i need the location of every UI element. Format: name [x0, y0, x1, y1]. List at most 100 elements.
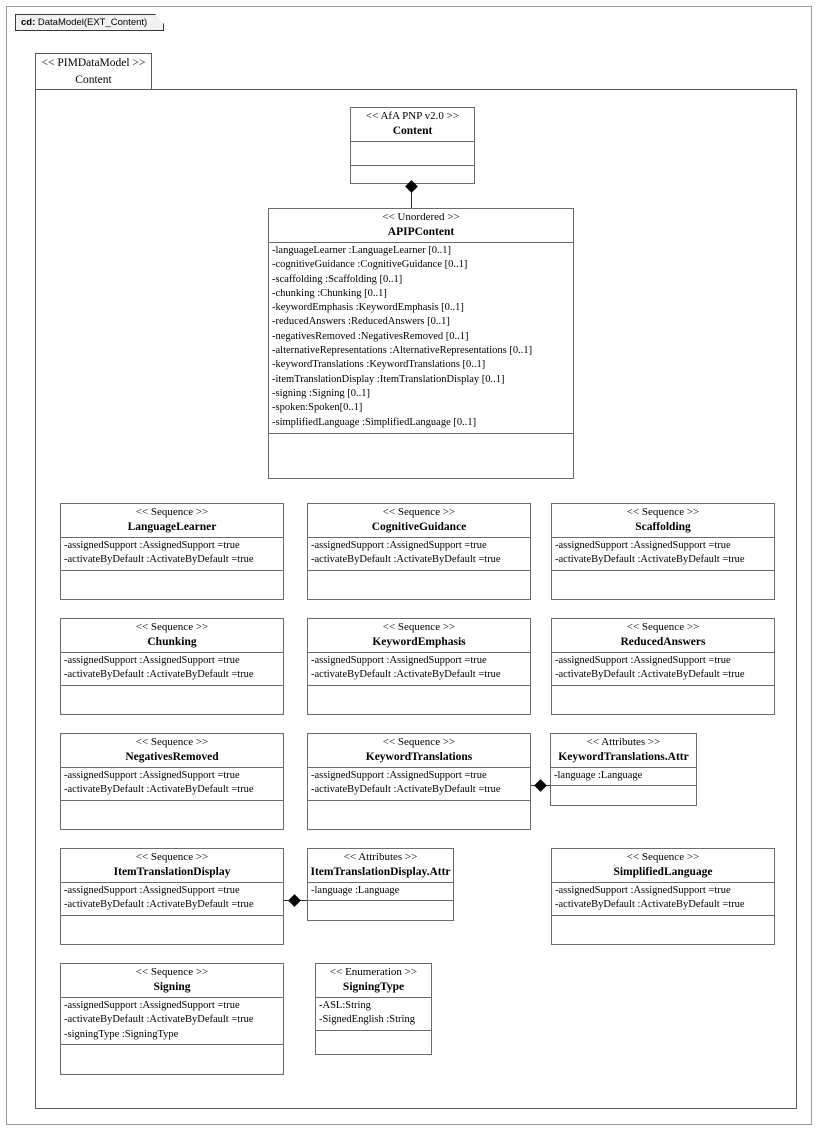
class-keywordtranslations-attr-stereotype: << Attributes >> [586, 736, 661, 748]
class-signing-attributes: -assignedSupport :AssignedSupport =true … [61, 998, 283, 1045]
class-signing-stereotype: << Sequence >> [135, 966, 209, 978]
class-keywordtranslations-header: << Sequence >> KeywordTranslations [308, 734, 530, 768]
attribute-row: -activateByDefault :ActivateByDefault =t… [64, 669, 254, 681]
class-reducedanswers-attributes: -assignedSupport :AssignedSupport =true … [552, 653, 774, 686]
attribute-row: -language :Language [311, 885, 400, 896]
class-itemtranslationdisplay-attr-attributes: -language :Language [308, 883, 453, 902]
class-itemtranslationdisplay[interactable]: << Sequence >> ItemTranslationDisplay -a… [60, 848, 284, 945]
class-itemtranslationdisplay-attr-name: ItemTranslationDisplay.Attr [310, 866, 451, 878]
class-itemtranslationdisplay-operations [61, 916, 283, 941]
class-languagelearner-attributes: -assignedSupport :AssignedSupport =true … [61, 538, 283, 571]
attribute-row: -keywordEmphasis :KeywordEmphasis [0..1] [272, 302, 464, 314]
class-keywordemphasis[interactable]: << Sequence >> KeywordEmphasis -assigned… [307, 618, 531, 715]
class-keywordtranslations-stereotype: << Sequence >> [382, 736, 456, 748]
class-keywordemphasis-name: KeywordEmphasis [372, 636, 466, 648]
class-signingtype-stereotype: << Enumeration >> [329, 966, 418, 978]
class-simplifiedlanguage-attributes: -assignedSupport :AssignedSupport =true … [552, 883, 774, 916]
attribute-row: -assignedSupport :AssignedSupport =true [64, 655, 240, 666]
package-header[interactable]: << PIMDataModel >> Content [35, 53, 152, 90]
class-scaffolding[interactable]: << Sequence >> Scaffolding -assignedSupp… [551, 503, 775, 600]
class-simplifiedlanguage-stereotype: << Sequence >> [626, 851, 700, 863]
attribute-row: -activateByDefault :ActivateByDefault =t… [555, 554, 745, 566]
class-signing[interactable]: << Sequence >> Signing -assignedSupport … [60, 963, 284, 1075]
class-signingtype-header: << Enumeration >> SigningType [316, 964, 431, 998]
class-languagelearner[interactable]: << Sequence >> LanguageLearner -assigned… [60, 503, 284, 600]
class-scaffolding-operations [552, 571, 774, 596]
class-itemtranslationdisplay-stereotype: << Sequence >> [135, 851, 209, 863]
class-content-header: << AfA PNP v2.0 >> Content [351, 108, 474, 142]
attribute-row: -signing :Signing [0..1] [272, 387, 371, 399]
attribute-row: -reducedAnswers :ReducedAnswers [0..1] [272, 316, 450, 328]
package-name: Content [75, 74, 112, 86]
diagram-frame-tab: cd: DataModel(EXT_Content) [15, 14, 164, 31]
attribute-row: -activateByDefault :ActivateByDefault =t… [311, 784, 501, 796]
class-languagelearner-operations [61, 571, 283, 596]
class-reducedanswers-stereotype: << Sequence >> [626, 621, 700, 633]
class-reducedanswers[interactable]: << Sequence >> ReducedAnswers -assignedS… [551, 618, 775, 715]
class-content[interactable]: << AfA PNP v2.0 >> Content [350, 107, 475, 184]
class-apipcontent[interactable]: << Unordered >> APIPContent -languageLea… [268, 208, 574, 479]
class-languagelearner-name: LanguageLearner [127, 521, 217, 533]
class-reducedanswers-operations [552, 686, 774, 711]
attribute-row: -cognitiveGuidance :CognitiveGuidance [0… [272, 259, 468, 271]
attribute-row: -assignedSupport :AssignedSupport =true [311, 540, 487, 551]
class-keywordemphasis-attributes: -assignedSupport :AssignedSupport =true … [308, 653, 530, 686]
class-keywordtranslations-attr-header: << Attributes >> KeywordTranslations.Att… [551, 734, 696, 768]
attribute-row: -language :Language [554, 770, 643, 781]
class-chunking-name: Chunking [147, 636, 197, 648]
attribute-row: -chunking :Chunking [0..1] [272, 287, 387, 299]
class-chunking-attributes: -assignedSupport :AssignedSupport =true … [61, 653, 283, 686]
class-cognitiveguidance-operations [308, 571, 530, 596]
class-cognitiveguidance-stereotype: << Sequence >> [382, 506, 456, 518]
class-content-stereotype: << AfA PNP v2.0 >> [365, 110, 460, 122]
diagram-frame-tab-kind: cd: [21, 17, 36, 28]
attribute-row: -negativesRemoved :NegativesRemoved [0..… [272, 330, 469, 342]
class-simplifiedlanguage[interactable]: << Sequence >> SimplifiedLanguage -assig… [551, 848, 775, 945]
class-chunking[interactable]: << Sequence >> Chunking -assignedSupport… [60, 618, 284, 715]
package-stereotype: << PIMDataModel >> [41, 57, 146, 69]
class-content-attributes [351, 142, 474, 166]
class-keywordemphasis-header: << Sequence >> KeywordEmphasis [308, 619, 530, 653]
attribute-row: -activateByDefault :ActivateByDefault =t… [555, 899, 745, 911]
class-signingtype[interactable]: << Enumeration >> SigningType -ASL:Strin… [315, 963, 432, 1055]
class-signingtype-attributes: -ASL:String -SignedEnglish :String [316, 998, 431, 1031]
class-itemtranslationdisplay-attr-header: << Attributes >> ItemTranslationDisplay.… [308, 849, 453, 883]
attribute-row: -activateByDefault :ActivateByDefault =t… [64, 554, 254, 566]
class-itemtranslationdisplay-header: << Sequence >> ItemTranslationDisplay [61, 849, 283, 883]
class-chunking-header: << Sequence >> Chunking [61, 619, 283, 653]
class-chunking-operations [61, 686, 283, 711]
class-keywordtranslations-attr[interactable]: << Attributes >> KeywordTranslations.Att… [550, 733, 697, 806]
class-signing-operations [61, 1045, 283, 1071]
class-simplifiedlanguage-name: SimplifiedLanguage [613, 866, 713, 878]
class-keywordtranslations-attr-attributes: -language :Language [551, 768, 696, 787]
class-apipcontent-header: << Unordered >> APIPContent [269, 209, 573, 243]
attribute-row: -activateByDefault :ActivateByDefault =t… [311, 554, 501, 566]
attribute-row: -assignedSupport :AssignedSupport =true [311, 655, 487, 666]
class-reducedanswers-header: << Sequence >> ReducedAnswers [552, 619, 774, 653]
class-itemtranslationdisplay-attr[interactable]: << Attributes >> ItemTranslationDisplay.… [307, 848, 454, 921]
attribute-row: -assignedSupport :AssignedSupport =true [555, 655, 731, 666]
attribute-row: -keywordTranslations :KeywordTranslation… [272, 359, 486, 371]
attribute-row: -assignedSupport :AssignedSupport =true [555, 885, 731, 896]
attribute-row: -signingType :SigningType [64, 1028, 179, 1040]
package-pimdatamodel[interactable]: << PIMDataModel >> Content << AfA PNP v2… [35, 53, 797, 1109]
diagram-frame-tab-label: DataModel(EXT_Content) [35, 17, 148, 28]
class-itemtranslationdisplay-attr-stereotype: << Attributes >> [343, 851, 418, 863]
class-keywordtranslations-operations [308, 801, 530, 826]
class-negativesremoved[interactable]: << Sequence >> NegativesRemoved -assigne… [60, 733, 284, 830]
class-cognitiveguidance[interactable]: << Sequence >> CognitiveGuidance -assign… [307, 503, 531, 600]
connector-content-apipcontent-line [411, 184, 412, 208]
attribute-row: -assignedSupport :AssignedSupport =true [311, 770, 487, 781]
attribute-row: -scaffolding :Scaffolding [0..1] [272, 273, 403, 285]
class-content-name: Content [392, 125, 433, 137]
class-keywordtranslations[interactable]: << Sequence >> KeywordTranslations -assi… [307, 733, 531, 830]
class-apipcontent-name: APIPContent [387, 226, 455, 238]
attribute-row: -activateByDefault :ActivateByDefault =t… [555, 669, 745, 681]
class-keywordtranslations-name: KeywordTranslations [365, 751, 473, 763]
class-itemtranslationdisplay-name: ItemTranslationDisplay [113, 866, 231, 878]
class-apipcontent-operations [269, 434, 573, 458]
class-cognitiveguidance-attributes: -assignedSupport :AssignedSupport =true … [308, 538, 530, 571]
class-negativesremoved-stereotype: << Sequence >> [135, 736, 209, 748]
class-signingtype-name: SigningType [342, 981, 405, 993]
attribute-row: -activateByDefault :ActivateByDefault =t… [64, 1014, 254, 1026]
